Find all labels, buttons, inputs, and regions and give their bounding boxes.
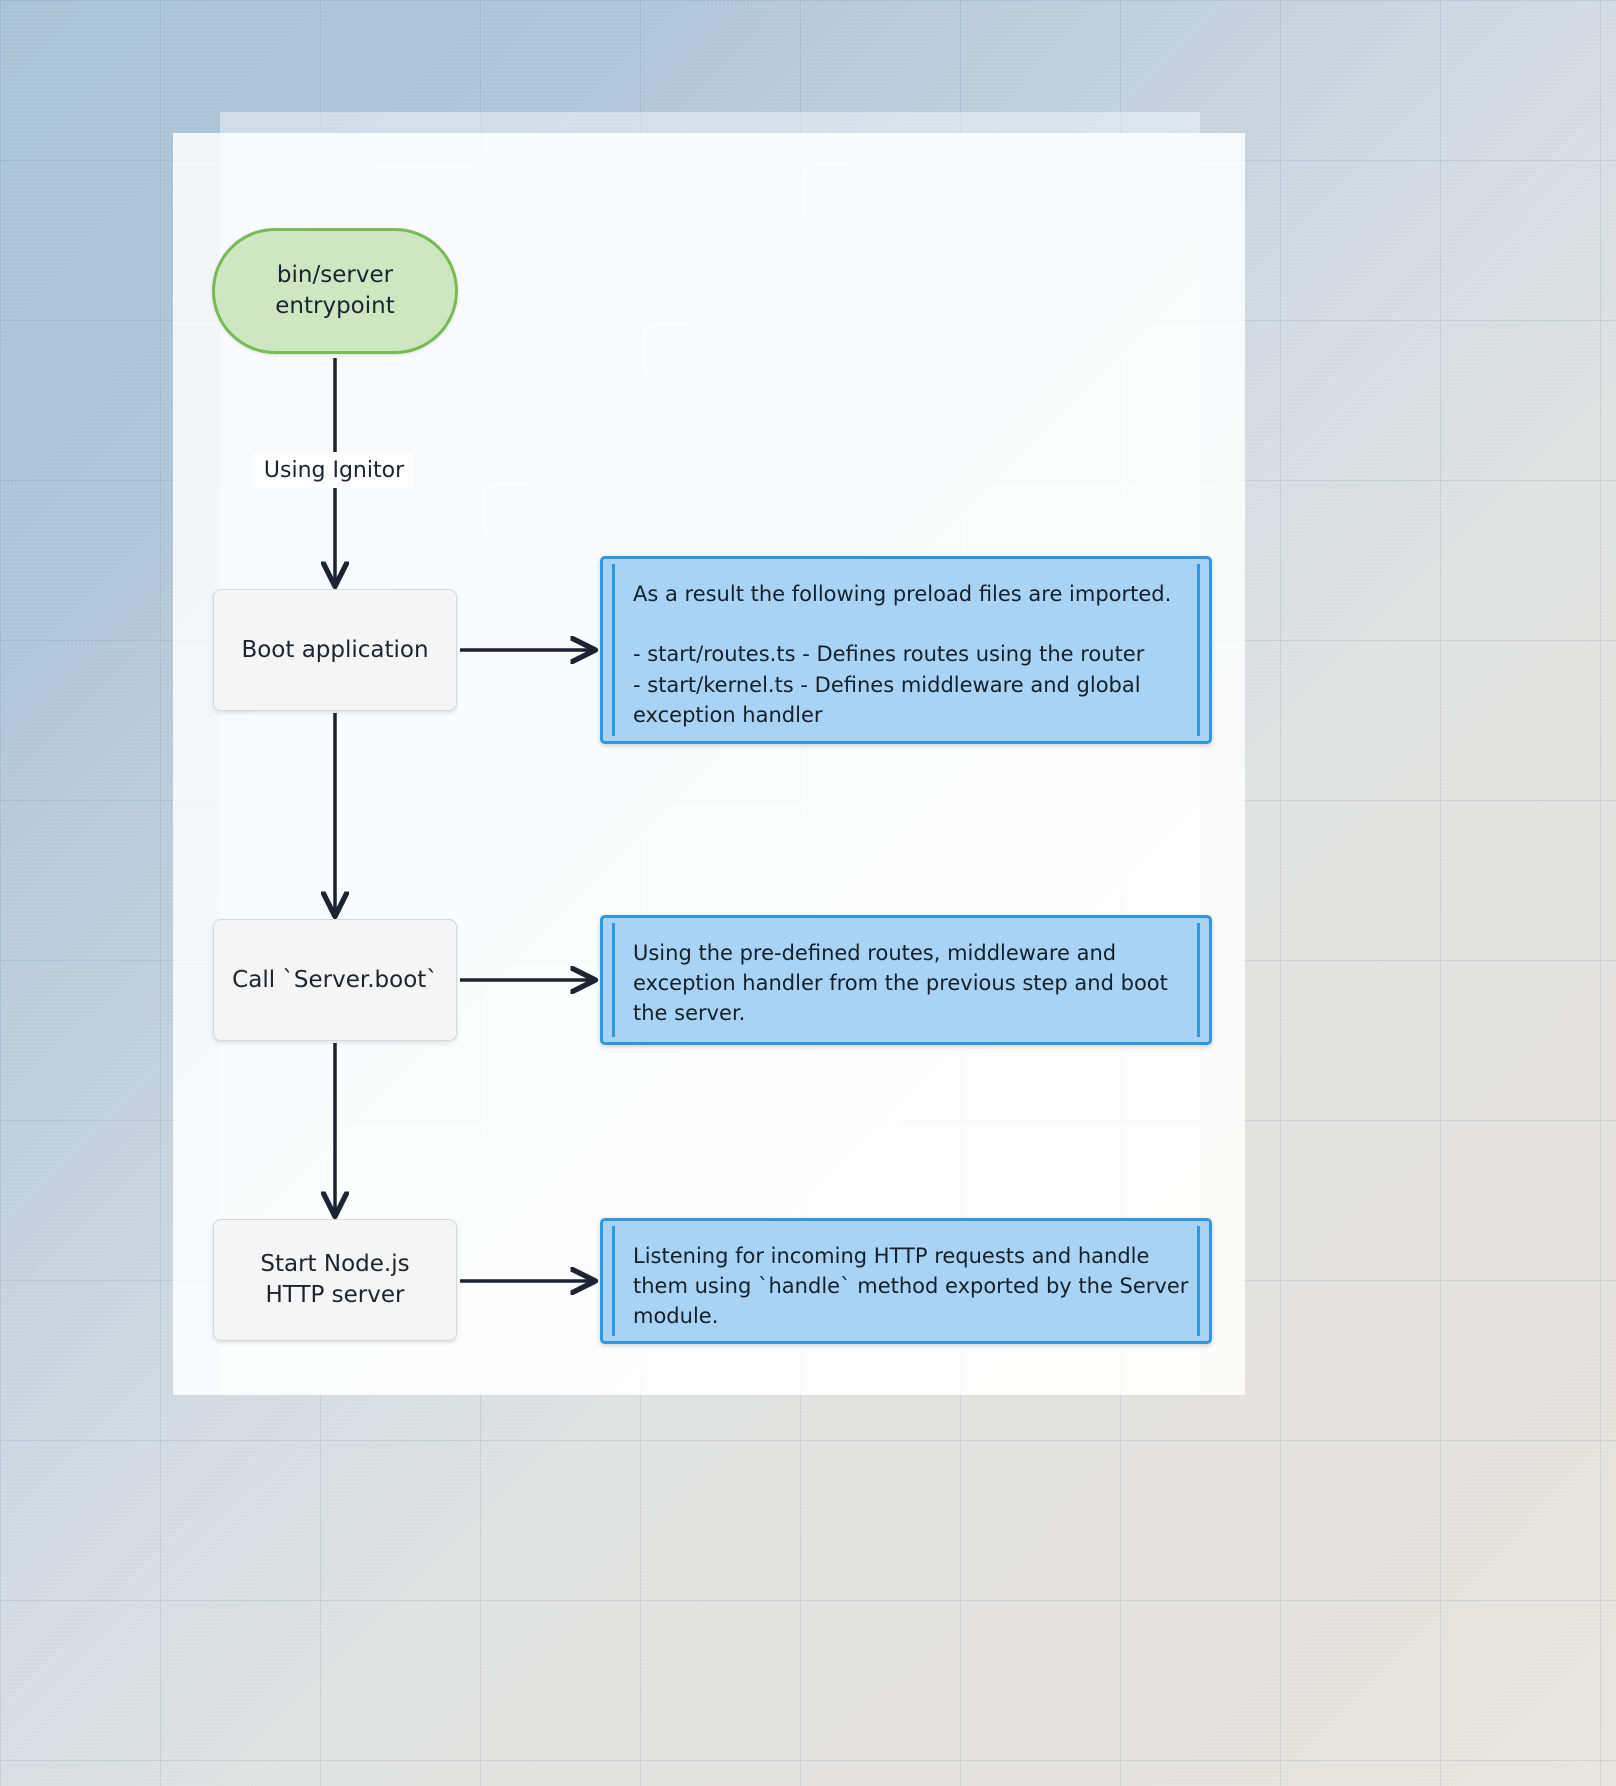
node-boot-application[interactable]: Boot application — [213, 589, 457, 711]
node-call-server-boot[interactable]: Call `Server.boot` — [213, 919, 457, 1041]
node-start-node-http-server[interactable]: Start Node.js HTTP server — [213, 1219, 457, 1341]
note-server-boot-details[interactable]: Using the pre-defined routes, middleware… — [600, 915, 1212, 1045]
note-preload-files[interactable]: As a result the following preload files … — [600, 556, 1212, 744]
node-label: Boot application — [241, 636, 429, 663]
node-label: Call `Server.boot` — [232, 966, 438, 993]
node-bin-server-entrypoint[interactable]: bin/server entrypoint — [212, 228, 458, 354]
edge-label-text: Using Ignitor — [263, 457, 405, 483]
note-http-listening[interactable]: Listening for incoming HTTP requests and… — [600, 1218, 1212, 1344]
node-label: bin/server entrypoint — [275, 262, 395, 319]
edge-label-using-ignitor: Using Ignitor — [254, 452, 414, 488]
node-label: Start Node.js HTTP server — [260, 1251, 410, 1308]
